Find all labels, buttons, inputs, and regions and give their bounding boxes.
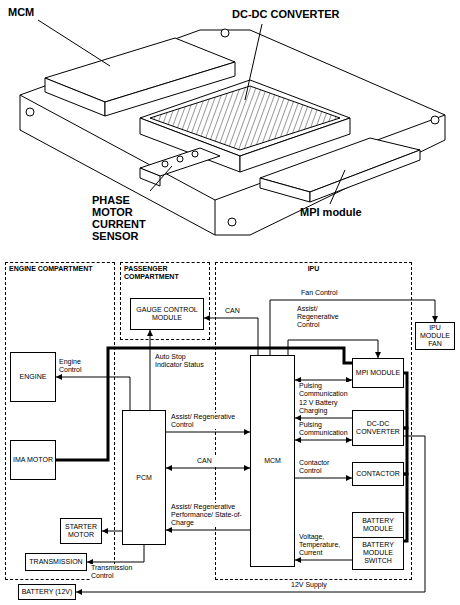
signal-connector xyxy=(166,468,250,469)
component-box: CONTACTOR xyxy=(352,462,404,486)
leader-line xyxy=(245,24,262,100)
mount-hole xyxy=(26,108,34,116)
signal-label: Fan Control xyxy=(300,289,372,297)
mpi-side xyxy=(260,178,310,202)
region-heading: IPU xyxy=(216,263,411,275)
leader-line xyxy=(38,20,110,66)
box-label: IMA MOTOR xyxy=(11,441,55,479)
signal-connector xyxy=(150,330,151,410)
part-callout: MPI module xyxy=(300,206,400,218)
mount-hole xyxy=(228,218,236,226)
signal-label: Auto Stop Indicator Status xyxy=(154,353,214,369)
power-bus xyxy=(404,474,407,541)
box-label: BATTERY MODULE xyxy=(353,513,403,537)
compartment-region: PASSENGER COMPARTMENT GAUGE CONTROL MODUL… xyxy=(120,262,210,340)
signal-label: Transmission Control xyxy=(90,564,142,580)
component-box: PCM xyxy=(122,410,166,545)
box-label: PCM xyxy=(123,411,165,544)
mount-hole xyxy=(221,29,229,37)
box-label: GAUGE CONTROL MODULE xyxy=(131,299,203,329)
component-box: BATTERY (12V) xyxy=(18,584,76,600)
terminal-bolt xyxy=(177,156,183,162)
signal-connector xyxy=(295,560,352,561)
leader-line xyxy=(330,170,345,204)
region-heading: ENGINE COMPARTMENT xyxy=(6,263,114,275)
signal-label: CAN xyxy=(224,307,246,315)
box-label: IPU MODULE FAN xyxy=(416,323,454,349)
signal-label: Assist/ Regenerative Control xyxy=(170,413,248,429)
part-callout: DC-DC CONVERTER xyxy=(232,8,382,20)
leader-line xyxy=(150,166,172,191)
box-label: BATTERY MODULE SWITCH xyxy=(353,537,403,570)
component-box: IMA MOTOR xyxy=(10,440,56,480)
signal-label: CAN xyxy=(196,457,220,465)
box-label: CONTACTOR xyxy=(353,463,403,485)
component-box: ENGINE xyxy=(10,352,56,402)
signal-connector xyxy=(295,478,352,479)
ipu-illustration xyxy=(0,0,460,250)
signal-label: Voltage, Temperature, Current xyxy=(298,533,352,557)
terminal-bolt xyxy=(162,161,168,167)
box-label: STARTER MOTOR xyxy=(61,519,101,543)
housing-base xyxy=(20,30,445,235)
power-bus xyxy=(56,348,352,460)
signal-connector xyxy=(166,530,250,531)
signal-label: 12V Supply xyxy=(290,581,342,589)
signal-label: Assist/ Regenerative Control xyxy=(296,305,360,329)
terminal-bolt xyxy=(192,151,198,157)
component-box: GAUGE CONTROL MODULE xyxy=(130,298,204,330)
box-label: MPI MODULE xyxy=(353,359,403,387)
box-label: BATTERY (12V) xyxy=(19,585,75,599)
power-bus xyxy=(404,428,407,474)
signal-label: 12 V Battery Charging xyxy=(298,399,352,415)
component-box: STARTER MOTOR xyxy=(60,518,102,544)
signal-connector xyxy=(56,377,130,410)
part-callout: MCM xyxy=(8,6,68,18)
signal-label: Contactor Control xyxy=(298,459,352,475)
box-label: ENGINE xyxy=(11,353,55,401)
mount-hole xyxy=(431,116,439,124)
signal-connector xyxy=(102,531,122,532)
component-box: IPU MODULE FAN xyxy=(415,322,455,350)
component-box: DC-DC CONVERTER xyxy=(352,410,404,446)
signal-label: Assist/ Regenerative Performance/ State-… xyxy=(170,503,248,527)
signal-connector xyxy=(166,432,250,433)
mpi-side xyxy=(310,150,420,202)
signal-connector xyxy=(295,380,352,381)
box-label: DC-DC CONVERTER xyxy=(353,411,403,445)
box-label: MCM xyxy=(251,356,294,566)
signal-label: Pulsing Communication xyxy=(298,382,352,398)
current-sensor xyxy=(140,148,220,176)
mcm-side xyxy=(45,78,105,116)
signal-connector xyxy=(295,418,352,419)
box-label: TRANSMISSION xyxy=(26,554,86,570)
signal-connector xyxy=(295,440,352,441)
part-callout: PHASE MOTOR CURRENT SENSOR xyxy=(92,194,158,242)
signal-label: Engine Control xyxy=(58,358,106,374)
component-box: MPI MODULE xyxy=(352,358,404,388)
housing-edge xyxy=(215,200,216,235)
signal-label: Pulsing Communication xyxy=(298,421,352,437)
compartment-region: ENGINE COMPARTMENT ENGINE IMA MOTOR STARTER… xyxy=(5,262,115,580)
component-box: TRANSMISSION xyxy=(25,553,87,571)
component-box: MCM xyxy=(250,355,295,567)
signal-connector xyxy=(87,545,144,562)
component-box: BATTERY MODULEBATTERY MODULE SWITCH xyxy=(352,512,404,570)
power-bus xyxy=(404,373,407,428)
region-heading: PASSENGER COMPARTMENT xyxy=(121,263,209,283)
